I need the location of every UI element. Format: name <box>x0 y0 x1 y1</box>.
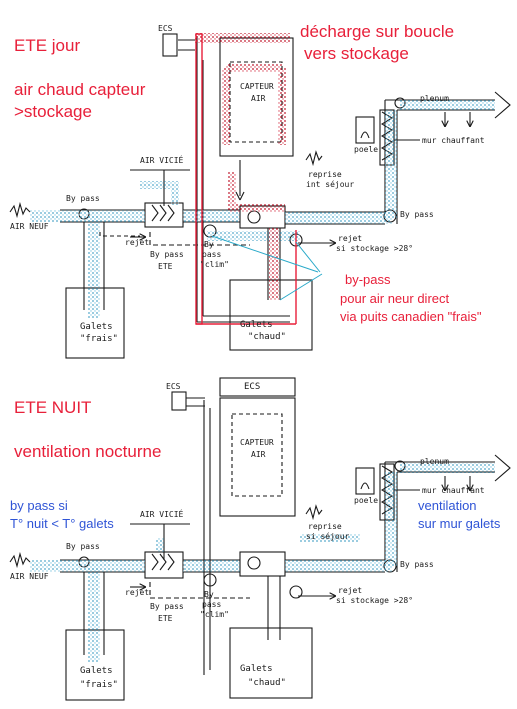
bottom-by-pass-ete-2: ETE <box>158 614 173 623</box>
top-galets-chaud-2: "chaud" <box>248 332 286 342</box>
top-bypass-note-line1: by-pass <box>345 272 391 287</box>
bottom-ecs-tank <box>171 391 187 411</box>
top-by-pass-right-label: By pass <box>400 210 434 219</box>
bottom-air-vicie-label: AIR VICIÉ <box>140 510 184 519</box>
bottom-galets-chaud <box>229 627 313 699</box>
bottom-bypass-clim-1: By <box>204 590 214 599</box>
bottom-mur-chauffant-label: mur chauffant <box>422 486 485 495</box>
bottom-title: ETE NUIT <box>14 398 92 417</box>
bottom-rejet-stockage-2: si stockage >28° <box>336 596 414 605</box>
top-galets-frais-2: "frais" <box>80 334 118 344</box>
bottom-by-pass-ete-1: By pass <box>150 602 184 611</box>
bottom-left-note-line2: T° nuit < T° galets <box>10 516 114 531</box>
top-bypass-clim-2: pass <box>202 250 222 259</box>
bottom-galets-frais-2: "frais" <box>80 680 118 690</box>
top-subtitle-line2: >stockage <box>14 102 92 121</box>
top-rejet-stockage-1: rejet <box>338 234 363 243</box>
bottom-capteur-label: CAPTEUR <box>240 438 274 447</box>
top-by-pass-ete-1: By pass <box>150 250 184 259</box>
bottom-reprise-2: si séjour <box>306 532 350 541</box>
bottom-bypass-clim-2: pass <box>202 600 222 609</box>
bottom-subtitle: ventilation nocturne <box>14 442 162 461</box>
top-ecs-tank <box>162 33 178 57</box>
top-reprise-1: reprise <box>308 170 342 179</box>
bottom-rejet-label: rejet <box>125 588 150 597</box>
top-rejet-stockage-2: si stockage >28° <box>336 244 414 253</box>
top-airflow-dots <box>30 100 495 318</box>
top-poele-label: poele <box>354 145 379 154</box>
bottom-reprise-1: reprise <box>308 522 342 531</box>
bottom-poele-label: poele <box>354 496 379 505</box>
top-bypass-clim-1: By <box>204 240 214 249</box>
top-bypass-note-line3: via puits canadien "frais" <box>340 309 482 324</box>
bottom-galets-chaud-2: "chaud" <box>248 678 286 688</box>
bottom-right-note-line1: ventilation <box>418 498 477 513</box>
top-ecs-label: ECS <box>158 24 173 33</box>
bottom-ecs-label: ECS <box>166 382 181 391</box>
bottom-bypass-clim-3: "clim" <box>200 610 229 619</box>
top-galets-chaud-1: Galets <box>240 320 273 330</box>
top-annotation-line2: vers stockage <box>304 44 409 63</box>
bottom-exchanger-2 <box>239 551 286 577</box>
bottom-plenum-label: plenum <box>420 457 449 466</box>
top-air-neuf-label: AIR NEUF <box>10 222 49 231</box>
top-plenum-label: plenum <box>420 94 449 103</box>
top-galets-frais-1: Galets <box>80 322 113 332</box>
bottom-ecs-box-label: ECS <box>244 382 261 392</box>
top-air-label: AIR <box>251 94 266 103</box>
bottom-galets-chaud-1: Galets <box>240 664 273 674</box>
top-title: ETE jour <box>14 36 81 55</box>
top-decharge-loop <box>195 33 297 325</box>
top-bypass-note-line2: pour air neur direct <box>340 291 450 306</box>
bottom-poele <box>355 467 375 495</box>
bottom-by-pass-label: By pass <box>66 542 100 551</box>
top-bypass-clim-3: "clim" <box>200 260 229 269</box>
bottom-airflow-dots <box>30 463 495 662</box>
bottom-right-note-line2: sur mur galets <box>418 516 501 531</box>
top-annotation-line1: décharge sur boucle <box>300 22 455 41</box>
top-capteur-label: CAPTEUR <box>240 82 274 91</box>
top-reprise-2: int séjour <box>306 180 355 189</box>
top-mur-chauffant-label: mur chauffant <box>422 136 485 145</box>
top-poele <box>355 116 375 144</box>
bottom-air-neuf-label: AIR NEUF <box>10 572 49 581</box>
top-rejet-label: rejet <box>125 238 150 247</box>
bottom-air-label: AIR <box>251 450 266 459</box>
bottom-ecs-box <box>219 377 296 397</box>
bottom-rejet-stockage-1: rejet <box>338 586 363 595</box>
bottom-galets-frais-1: Galets <box>80 666 113 676</box>
bottom-diagram <box>9 377 511 701</box>
top-hot-air-dots <box>195 33 290 300</box>
top-air-vicie-label: AIR VICIÉ <box>140 156 184 165</box>
top-bypass-leaders <box>211 235 323 301</box>
top-by-pass-ete-2: ETE <box>158 262 173 271</box>
bottom-left-note-line1: by pass si <box>10 498 68 513</box>
bottom-by-pass-right-label: By pass <box>400 560 434 569</box>
top-subtitle-line1: air chaud capteur <box>14 80 146 99</box>
top-by-pass-label: By pass <box>66 194 100 203</box>
bottom-capteur-box <box>219 397 296 517</box>
